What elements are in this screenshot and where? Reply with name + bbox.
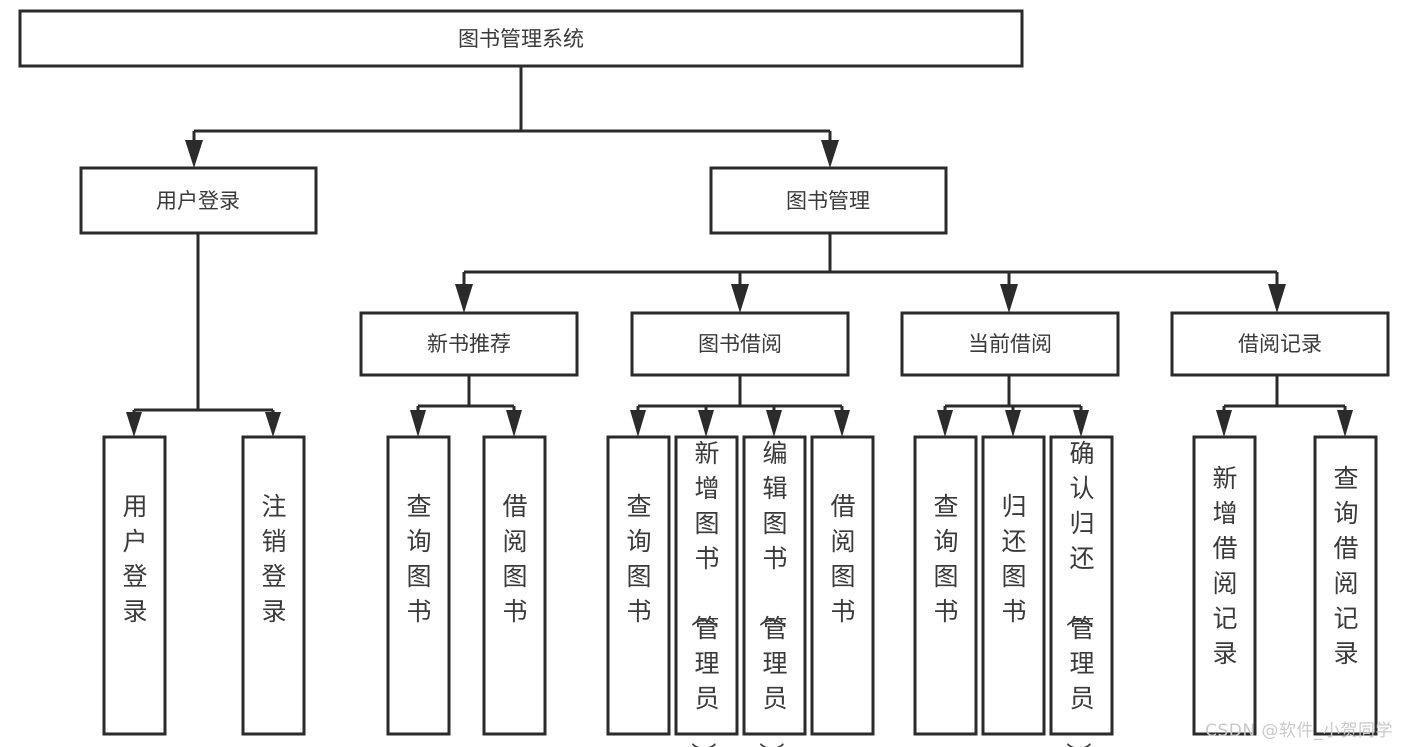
node-leaf-cb-return-book-box[interactable] [981,435,1046,736]
arrow-head-user-login [185,140,203,168]
arrow-head-br-leaf-1 [1216,410,1232,437]
node-new-book-recommend-label: 新书推荐 [427,332,511,356]
node-new-book-recommend[interactable]: 新书推荐 [359,311,579,377]
node-leaf-bb-add-book-label: 新增图书（管理员） [688,439,719,747]
arrow-head-cb-leaf-1 [937,410,953,437]
node-borrow-record[interactable]: 借阅记录 [1170,311,1390,377]
node-leaf-cb-query-book[interactable]: 查询图书 [913,435,978,736]
node-leaf-br-query-record-box[interactable] [1313,435,1378,736]
node-leaf-bb-borrow-book[interactable]: 借阅图书 [810,435,875,736]
node-leaf-br-query-record-label: 查询借阅记录 [1333,464,1358,668]
node-leaf-user-login-box[interactable] [102,435,167,736]
node-leaf-logout-label: 注销登录 [261,492,286,626]
node-leaf-cb-confirm-return-box[interactable] [1049,435,1114,736]
node-leaf-bb-edit-book-label: 编辑图书（管理员） [756,439,787,747]
node-leaf-bb-query-book[interactable]: 查询图书 [606,435,671,736]
node-book-manage-label: 图书管理 [786,189,870,213]
node-leaf-user-login[interactable]: 用户登录 [102,435,167,736]
node-leaf-br-add-record-label: 新增借阅记录 [1212,464,1237,668]
connectors-borrow-record-to-leaves [1216,375,1353,437]
connectors-new-book-to-leaves [410,375,522,437]
node-leaf-cb-return-book-label: 归还图书 [1001,492,1026,626]
arrow-head-book-manage [821,140,839,168]
watermark-csdn: CSDN @软件_小贺同学 [1205,721,1393,741]
node-current-borrow-box[interactable] [900,311,1120,377]
node-leaf-bb-borrow-book-box[interactable] [810,435,875,736]
node-new-book-recommend-box[interactable] [359,311,579,377]
connectors-book-manage-to-level3 [455,233,1286,313]
node-user-login-box[interactable] [79,166,318,235]
arrow-head-current-borrow [1000,284,1018,313]
node-root-system-label: 图书管理系统 [458,27,584,51]
arrow-head-br-leaf-2 [1337,410,1353,437]
node-current-borrow[interactable]: 当前借阅 [900,311,1120,377]
node-user-login[interactable]: 用户登录 [79,166,318,235]
node-leaf-br-query-record[interactable]: 查询借阅记录 [1313,435,1378,736]
node-leaf-bb-edit-book[interactable]: 编辑图书（管理员） [742,435,807,747]
node-leaf-user-login-label: 用户登录 [122,492,147,626]
node-book-borrow-label: 图书借阅 [698,332,782,356]
node-current-borrow-label: 当前借阅 [968,332,1052,356]
node-leaf-nb-query-book[interactable]: 查询图书 [386,435,451,736]
node-leaf-bb-add-book[interactable]: 新增图书（管理员） [674,435,739,747]
node-borrow-record-box[interactable] [1170,311,1390,377]
node-book-manage-box[interactable] [709,166,948,235]
node-book-manage[interactable]: 图书管理 [709,166,948,235]
node-book-borrow-box[interactable] [630,311,850,377]
arrow-head-bb-leaf-3 [766,410,782,437]
node-leaf-nb-borrow-book-label: 借阅图书 [502,492,527,626]
arrow-head-book-borrow [731,284,749,313]
arrow-head-cb-leaf-3 [1073,410,1089,437]
arrow-head-nb-leaf-2 [506,410,522,437]
node-root-system[interactable]: 图书管理系统 [18,9,1024,68]
node-leaf-cb-confirm-return-label: 确认归还（管理员） [1063,439,1094,747]
arrow-head-new-book [455,284,473,313]
arrow-head-leaf-logout [265,412,281,437]
node-leaf-nb-query-book-label: 查询图书 [406,492,431,626]
node-leaf-cb-confirm-return[interactable]: 确认归还（管理员） [1049,435,1114,747]
node-leaf-cb-query-book-label: 查询图书 [933,492,958,626]
node-user-login-label: 用户登录 [156,189,240,213]
arrow-head-cb-leaf-2 [1005,410,1021,437]
arrow-head-borrow-record [1268,284,1286,313]
arrow-head-bb-leaf-1 [630,410,646,437]
node-book-borrow[interactable]: 图书借阅 [630,311,850,377]
connectors-root-to-level2 [185,66,839,168]
node-leaf-bb-query-book-box[interactable] [606,435,671,736]
connectors-current-borrow-to-leaves [937,375,1089,437]
arrow-head-bb-leaf-2 [698,410,714,437]
node-leaf-logout[interactable]: 注销登录 [241,435,306,736]
node-leaf-bb-add-book-box[interactable] [674,435,739,736]
node-leaf-cb-return-book[interactable]: 归还图书 [981,435,1046,736]
node-root-system-box[interactable] [18,9,1024,68]
node-leaf-cb-query-book-box[interactable] [913,435,978,736]
arrow-head-bb-leaf-4 [834,410,850,437]
connectors-book-borrow-to-leaves [630,375,850,437]
node-leaf-bb-query-book-label: 查询图书 [626,492,651,626]
arrow-head-leaf-user-login [126,412,142,437]
node-leaf-nb-borrow-book[interactable]: 借阅图书 [482,435,547,736]
node-leaf-bb-borrow-book-label: 借阅图书 [830,492,855,626]
node-leaf-nb-query-book-box[interactable] [386,435,451,736]
node-leaf-br-add-record[interactable]: 新增借阅记录 [1192,435,1257,736]
node-leaf-br-add-record-box[interactable] [1192,435,1257,736]
node-leaf-bb-edit-book-box[interactable] [742,435,807,736]
node-borrow-record-label: 借阅记录 [1238,332,1322,356]
arrow-head-nb-leaf-1 [410,410,426,437]
node-leaf-nb-borrow-book-box[interactable] [482,435,547,736]
node-leaf-logout-box[interactable] [241,435,306,736]
connectors-user-login-to-leaves [126,233,281,437]
